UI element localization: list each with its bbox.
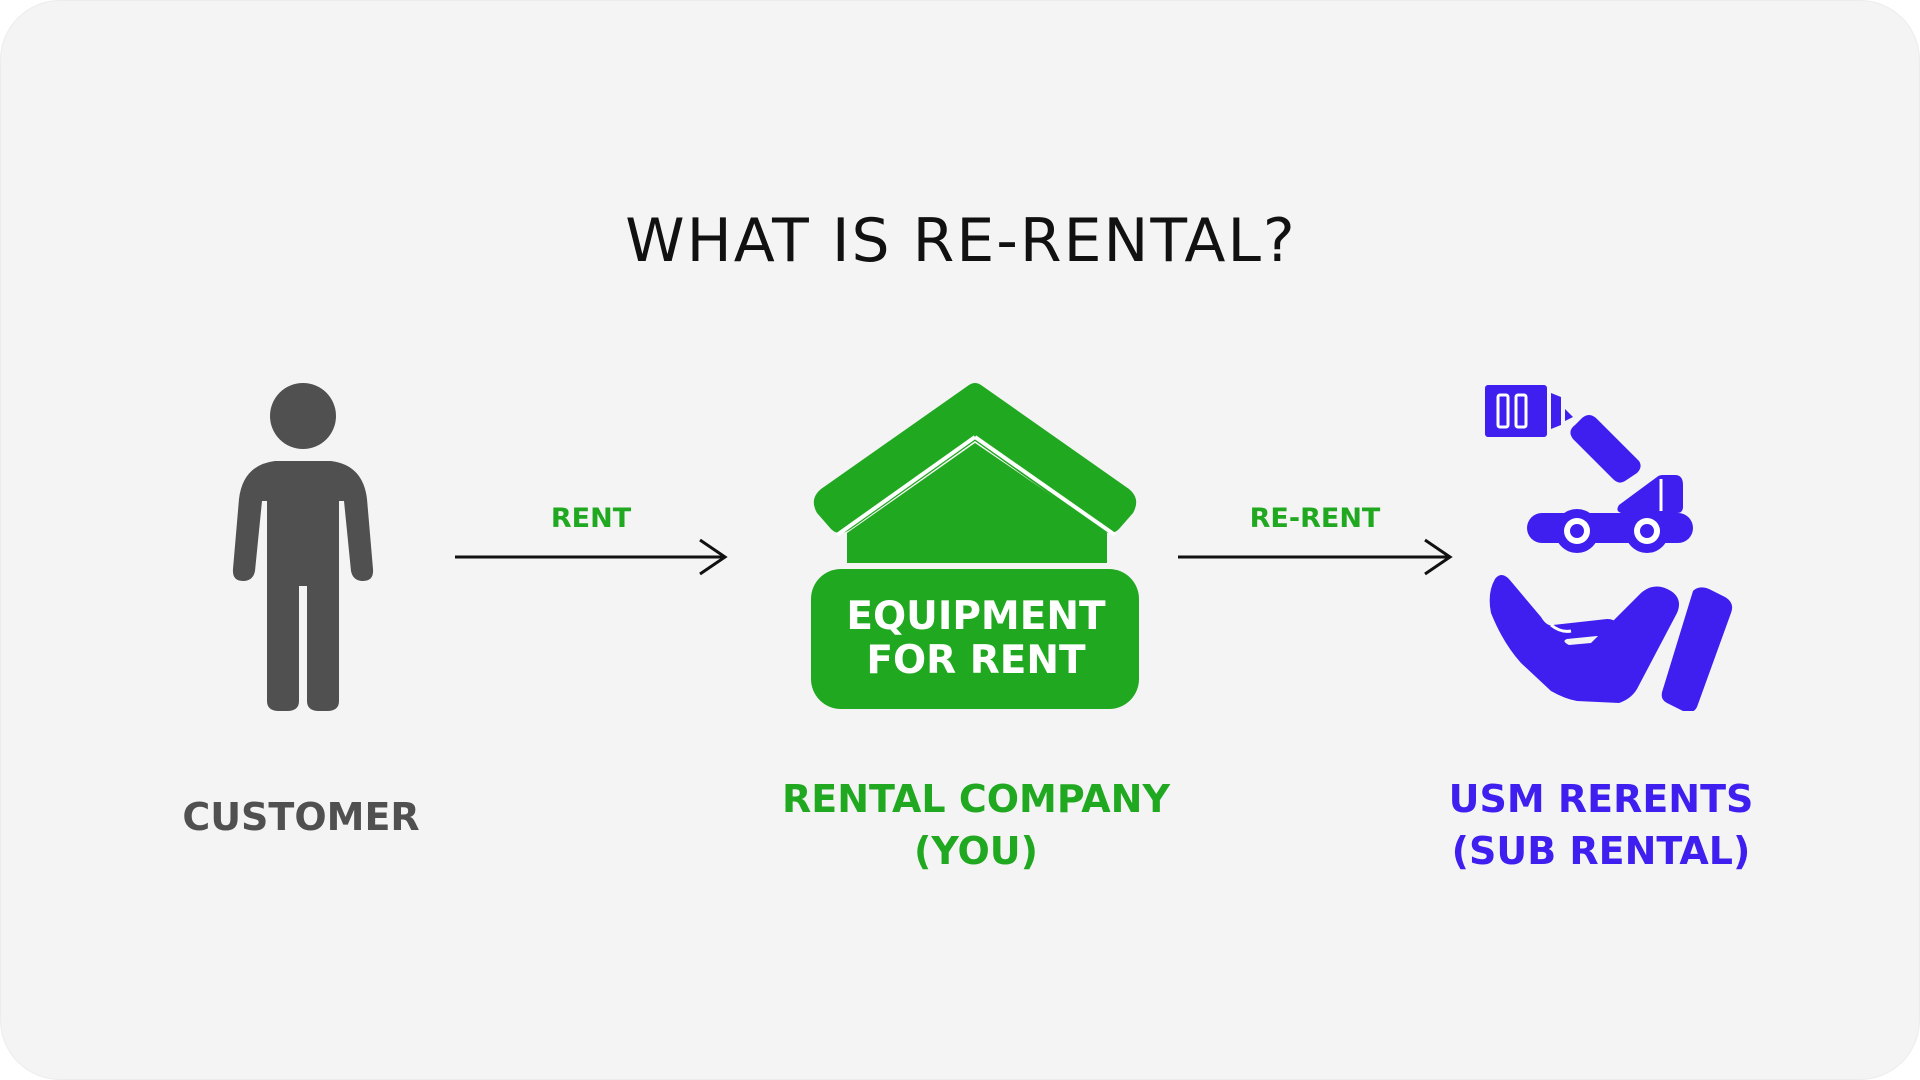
rent-label: RENT xyxy=(550,503,632,534)
rent-arrow xyxy=(455,538,728,576)
equipment-badge-text: EQUIPMENT FOR RENT xyxy=(811,595,1141,683)
page-title: WHAT IS RE-RENTAL? xyxy=(625,206,1297,276)
rerent-label: RE-RENT xyxy=(1249,503,1381,534)
person-icon xyxy=(232,383,374,711)
rental-company-label: RENTAL COMPANY (YOU) xyxy=(751,773,1201,877)
excavator-hand-icon xyxy=(1485,385,1733,711)
usm-rerents-label-line-2: (SUB RENTAL) xyxy=(1451,829,1751,873)
badge-line-1: EQUIPMENT xyxy=(846,594,1106,639)
usm-rerents-label-line-1: USM RERENTS xyxy=(1448,777,1754,821)
badge-line-2: FOR RENT xyxy=(866,638,1086,683)
rental-company-label-line-2: (YOU) xyxy=(913,829,1039,873)
rerent-arrow xyxy=(1178,538,1453,576)
house-icon xyxy=(811,383,1139,709)
rental-company-label-line-1: RENTAL COMPANY xyxy=(782,777,1170,821)
customer-label: CUSTOMER xyxy=(182,795,420,839)
usm-rerents-label: USM RERENTS (SUB RENTAL) xyxy=(1411,773,1791,877)
